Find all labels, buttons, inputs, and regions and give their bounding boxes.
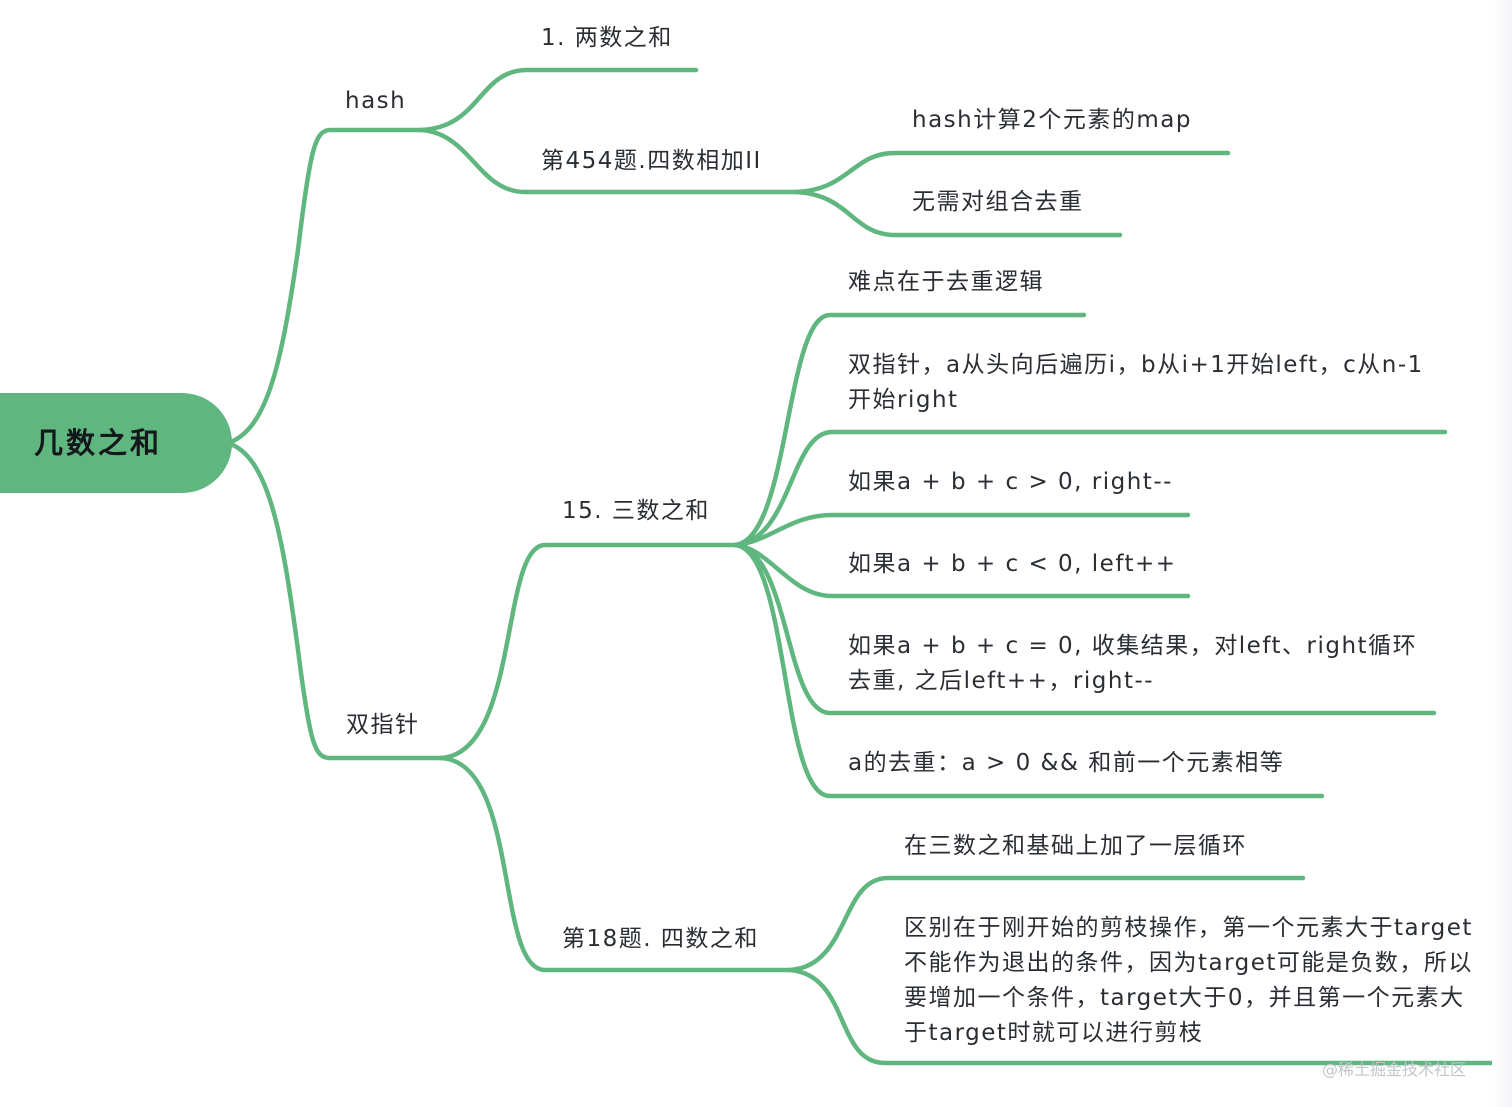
connector-15-note-5 [732,542,1437,716]
note-454-hash-map: hash计算2个元素的map [912,107,1192,133]
connector-15-note-3 [732,512,1191,548]
note-15-dedup-difficulty: 难点在于去重逻辑 [848,269,1044,295]
note-15-sum-greater: 如果a + b + c > 0, right-- [848,469,1173,495]
note-15-a-dedup: a的去重：a > 0 && 和前一个元素相等 [848,750,1285,776]
note-15-two-pointers: 双指针，a从头向后遍历i，b从i+1开始left，c从n-1开始right [848,352,1424,413]
connector-18-note-2 [787,967,1501,1066]
note-18-extra-loop: 在三数之和基础上加了一层循环 [904,833,1247,859]
connector-hash-two-sum [417,67,699,133]
window-edge-shadow [1492,0,1512,1107]
connector-root-hash [225,127,423,446]
node-two-sum: 1. 两数之和 [541,25,673,51]
connector-18-note-1 [787,875,1306,973]
connector-15-note-6 [732,542,1325,799]
root-node-label: 几数之和 [34,426,163,460]
connector-tp-three-sum [437,542,738,761]
node-four-sum-ii: 第454题.四数相加II [541,148,762,174]
note-18-pruning: 区别在于刚开始的剪枝操作，第一个元素大于target不能作为退出的条件，因为ta… [904,915,1473,1046]
node-three-sum: 15. 三数之和 [562,498,710,524]
node-hash: hash [345,88,407,114]
connector-root-two-pointer [225,440,443,761]
connector-15-note-2 [732,429,1448,548]
connector-tp-four-sum [437,755,793,973]
connector-15-note-1 [732,312,1087,548]
watermark: @稀土掘金技术社区 [1322,1060,1467,1079]
connector-454-note-1 [792,150,1231,195]
node-two-pointer: 双指针 [346,712,420,738]
connector-hash-four-sum-ii [417,127,798,195]
note-454-no-dedup: 无需对组合去重 [912,189,1084,215]
note-15-sum-equal: 如果a + b + c = 0, 收集结果，对left、right循环去重, 之… [848,633,1418,694]
node-four-sum: 第18题. 四数之和 [562,926,759,952]
connector-454-note-2 [792,189,1123,238]
root-node [0,393,232,493]
note-15-sum-less: 如果a + b + c < 0, left++ [848,551,1177,577]
